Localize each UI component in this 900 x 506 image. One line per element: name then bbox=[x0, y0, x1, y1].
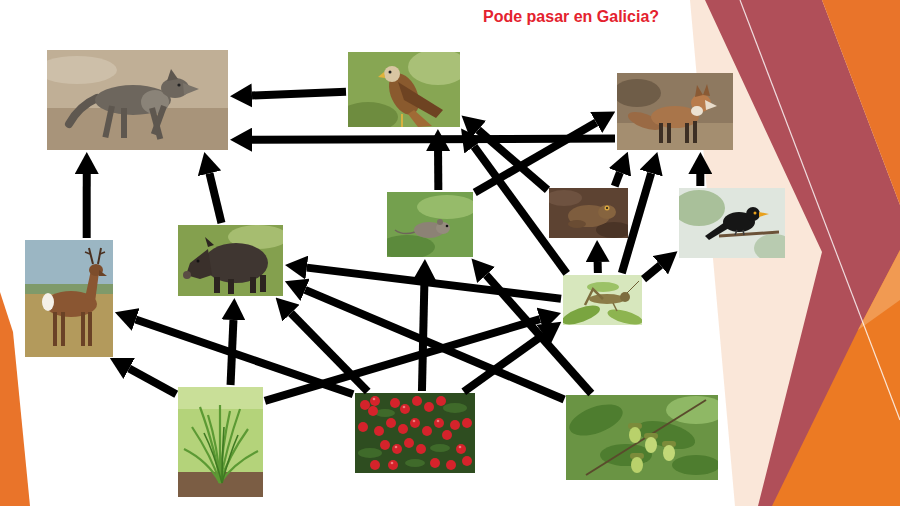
photo-node bbox=[178, 387, 263, 497]
food-web-arrow bbox=[434, 151, 442, 190]
food-web-arrow bbox=[209, 173, 221, 223]
food-web-arrow bbox=[615, 172, 620, 186]
slide-title: Pode pasar en Galicia? bbox=[483, 8, 659, 26]
kite-photo bbox=[338, 49, 468, 132]
grasshopper-photo bbox=[560, 275, 644, 328]
food-web-arrow bbox=[475, 122, 596, 192]
photo-node bbox=[355, 393, 475, 473]
food-web-arrow bbox=[307, 268, 561, 299]
food-web-arrow bbox=[83, 174, 91, 238]
photo-node bbox=[566, 395, 718, 480]
wolf-photo bbox=[37, 50, 228, 150]
food-web-arrow bbox=[136, 320, 353, 395]
food-web-arrow bbox=[644, 265, 661, 279]
food-web-arrow bbox=[622, 173, 651, 273]
wild-boar-photo bbox=[178, 225, 288, 296]
food-web-arrow bbox=[474, 146, 567, 273]
photo-node bbox=[47, 50, 228, 150]
food-web-arrow bbox=[696, 174, 704, 186]
oak-photo bbox=[565, 395, 726, 480]
photo-node bbox=[25, 240, 113, 357]
blackbird-photo bbox=[673, 188, 794, 262]
photo-node bbox=[348, 52, 460, 127]
food-web-arrow bbox=[252, 92, 346, 96]
food-web-arrow bbox=[594, 262, 602, 273]
food-web-arrow bbox=[486, 275, 591, 394]
vole-photo bbox=[379, 192, 477, 259]
photo-node bbox=[549, 188, 628, 238]
grass-photo bbox=[178, 387, 263, 497]
toad-photo bbox=[546, 188, 632, 238]
photo-node bbox=[178, 225, 283, 296]
photo-node bbox=[387, 192, 473, 257]
berries-photo bbox=[355, 393, 475, 473]
food-web-arrow bbox=[291, 313, 368, 391]
food-web-arrow bbox=[305, 290, 564, 400]
roe-deer-photo bbox=[25, 240, 113, 357]
fox-photo bbox=[613, 73, 733, 150]
photo-node bbox=[617, 73, 733, 150]
photo-node bbox=[679, 188, 785, 258]
food-web-arrow bbox=[129, 368, 176, 394]
photo-node bbox=[563, 275, 642, 325]
